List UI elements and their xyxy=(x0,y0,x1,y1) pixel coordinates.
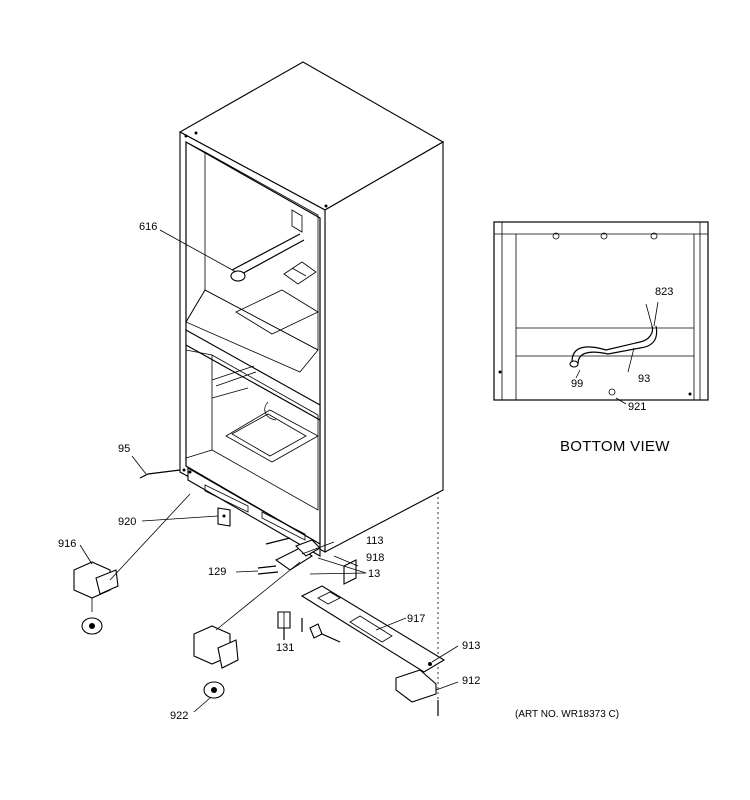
label-918: 918 xyxy=(366,552,384,564)
art-number: (ART NO. WR18373 C) xyxy=(515,709,619,720)
label-113: 113 xyxy=(366,535,384,547)
label-93: 93 xyxy=(638,373,650,385)
part-labels: 616 95 920 916 113 918 129 13 917 131 91… xyxy=(58,221,673,722)
label-95: 95 xyxy=(118,443,130,455)
label-920: 920 xyxy=(118,516,136,528)
label-823: 823 xyxy=(655,286,673,298)
refrigerator-cabinet xyxy=(178,61,445,710)
label-129: 129 xyxy=(208,566,226,578)
label-917: 917 xyxy=(407,613,425,625)
label-99: 99 xyxy=(571,378,583,390)
label-616: 616 xyxy=(139,221,157,233)
label-131: 131 xyxy=(276,642,294,654)
lower-hardware xyxy=(73,468,446,716)
label-13: 13 xyxy=(368,568,380,580)
leader-lines xyxy=(79,229,459,713)
label-913: 913 xyxy=(462,640,480,652)
label-912: 912 xyxy=(462,675,480,687)
label-916: 916 xyxy=(58,538,76,550)
bottom-view-drawing xyxy=(493,221,709,405)
bottom-view-title: BOTTOM VIEW xyxy=(560,438,670,455)
label-921: 921 xyxy=(628,401,646,413)
label-922: 922 xyxy=(170,710,188,722)
